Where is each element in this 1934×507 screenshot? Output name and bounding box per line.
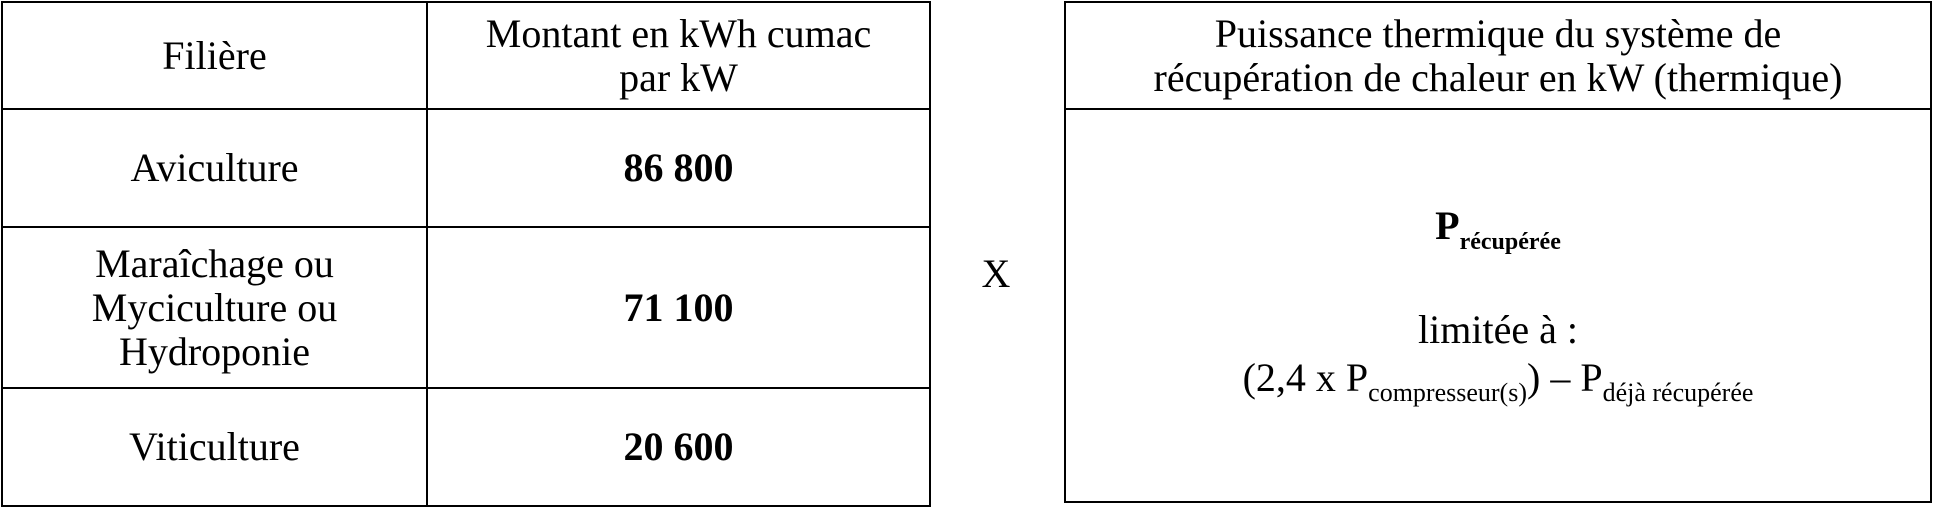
thermal-header-line1: Puissance thermique du système de <box>1214 10 1782 56</box>
header-montant-line2: par kW <box>619 54 738 100</box>
filiere-cell: Viticulture <box>1 387 428 507</box>
thermal-formula-cell: Précupérée limitée à : (2,4 x Pcompresse… <box>1064 108 1932 503</box>
header-montant: Montant en kWh cumac par kW <box>426 1 931 110</box>
p-recuperee-subscript: récupérée <box>1459 229 1561 255</box>
montant-value: 71 100 <box>623 284 734 330</box>
filiere-label-line3: Hydroponie <box>118 328 311 374</box>
p-recuperee: Précupérée <box>1072 203 1924 256</box>
expr-sub-compresseur: compresseur(s) <box>1368 378 1527 407</box>
table-row: Maraîchage ou Myciculture ou Hydroponie … <box>1 226 931 389</box>
montant-value: 86 800 <box>623 145 734 190</box>
filiere-label: Aviculture <box>130 145 299 190</box>
montant-cell: 20 600 <box>426 387 931 507</box>
expr-open: (2,4 x P <box>1242 355 1369 400</box>
limit-expression: (2,4 x Pcompresseur(s)) – Pdéjà récupéré… <box>1072 354 1924 407</box>
montant-cell: 71 100 <box>426 226 931 389</box>
expr-mid: ) – P <box>1527 355 1603 400</box>
header-filiere-label: Filière <box>162 32 267 78</box>
filiere-cell: Aviculture <box>1 108 428 228</box>
filiere-label-line1: Maraîchage ou <box>95 240 334 286</box>
thermal-power-table: Puissance thermique du système de récupé… <box>1064 1 1932 503</box>
thermal-header-line2: récupération de chaleur en kW (thermique… <box>1153 54 1843 100</box>
header-filiere: Filière <box>1 1 428 110</box>
montant-cell: 86 800 <box>426 108 931 228</box>
header-montant-line1: Montant en kWh cumac <box>485 10 872 56</box>
limit-label: limitée à : <box>1418 307 1578 352</box>
filiere-label-line2: Myciculture ou <box>91 284 338 330</box>
thermal-header-row: Puissance thermique du système de récupé… <box>1064 1 1932 110</box>
filiere-cell: Maraîchage ou Myciculture ou Hydroponie <box>1 226 428 389</box>
table-header-row: Filière Montant en kWh cumac par kW <box>1 1 931 110</box>
table-row: Aviculture 86 800 <box>1 108 931 228</box>
filiere-amount-table: Filière Montant en kWh cumac par kW Avic… <box>1 1 931 507</box>
thermal-formula-row: Précupérée limitée à : (2,4 x Pcompresse… <box>1064 108 1932 503</box>
p-symbol: P <box>1435 203 1460 248</box>
expr-sub-deja-recuperee: déjà récupérée <box>1602 378 1754 407</box>
table-row: Viticulture 20 600 <box>1 387 931 507</box>
montant-value: 20 600 <box>623 424 734 469</box>
multiply-operator: X <box>981 251 1011 296</box>
thermal-header-cell: Puissance thermique du système de récupé… <box>1064 1 1932 110</box>
filiere-label: Viticulture <box>129 424 300 469</box>
